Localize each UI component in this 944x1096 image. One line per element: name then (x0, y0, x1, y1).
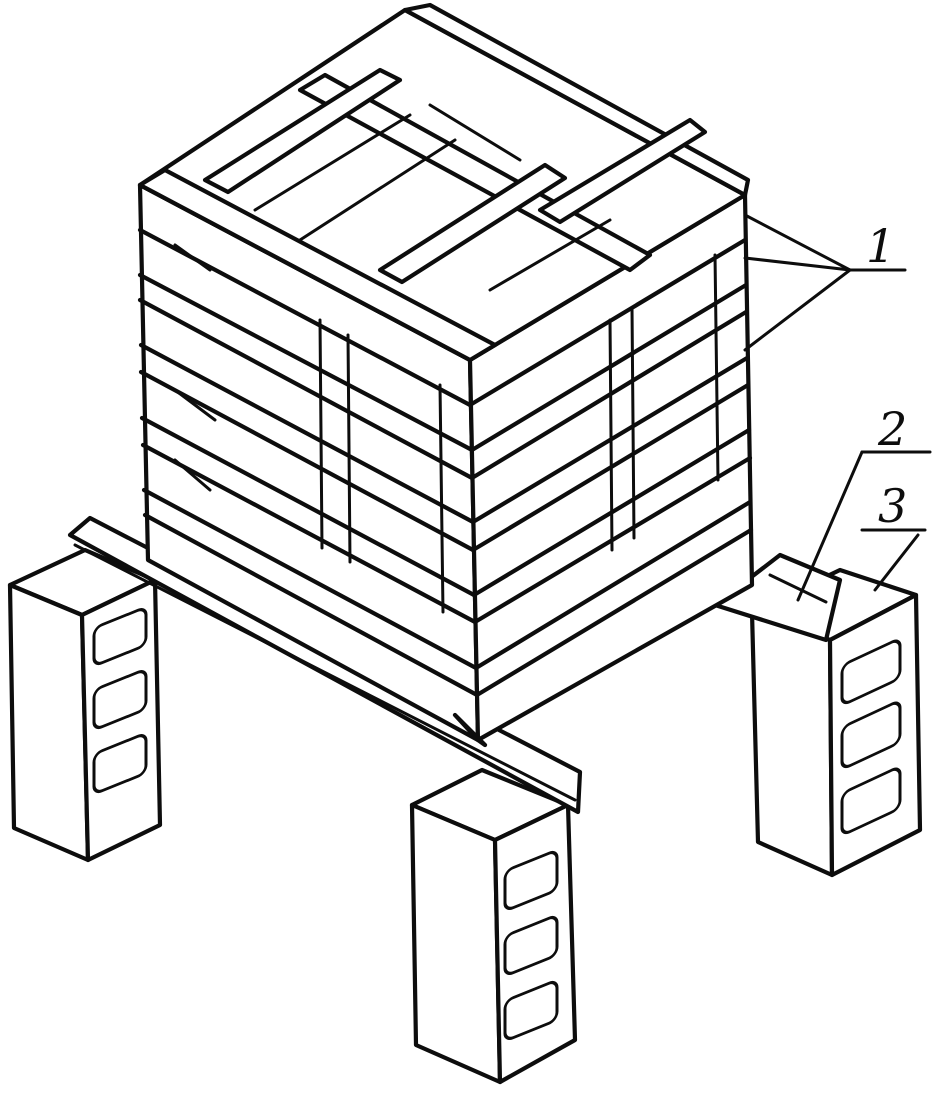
block-front-hole-2 (503, 915, 559, 975)
top-boards (137, 2, 751, 363)
stack-base-runner (452, 712, 488, 748)
support-beam-front (67, 515, 583, 815)
block-front-hole-3 (503, 980, 559, 1040)
callout-1: 1 (743, 213, 907, 352)
callout-2-label: 2 (877, 402, 907, 456)
callout-2: 2 (796, 402, 932, 602)
right-face-boards (467, 237, 754, 698)
cinder-block-front (409, 767, 578, 1085)
block-left-hole-1 (92, 607, 148, 666)
callout-1-label: 1 (866, 219, 895, 273)
block-right-hole-1 (840, 639, 902, 705)
callout-3: 3 (860, 479, 927, 592)
callout-3-label: 3 (878, 479, 907, 533)
left-face-boards (137, 227, 480, 698)
block-left-hole-2 (92, 669, 148, 730)
block-front-hole-1 (503, 850, 559, 910)
cinder-block-left (7, 547, 163, 863)
block-right-hole-2 (840, 701, 902, 769)
block-left-hole-3 (92, 733, 148, 794)
block-right-hole-3 (840, 767, 902, 835)
timber-stack (137, 2, 755, 748)
